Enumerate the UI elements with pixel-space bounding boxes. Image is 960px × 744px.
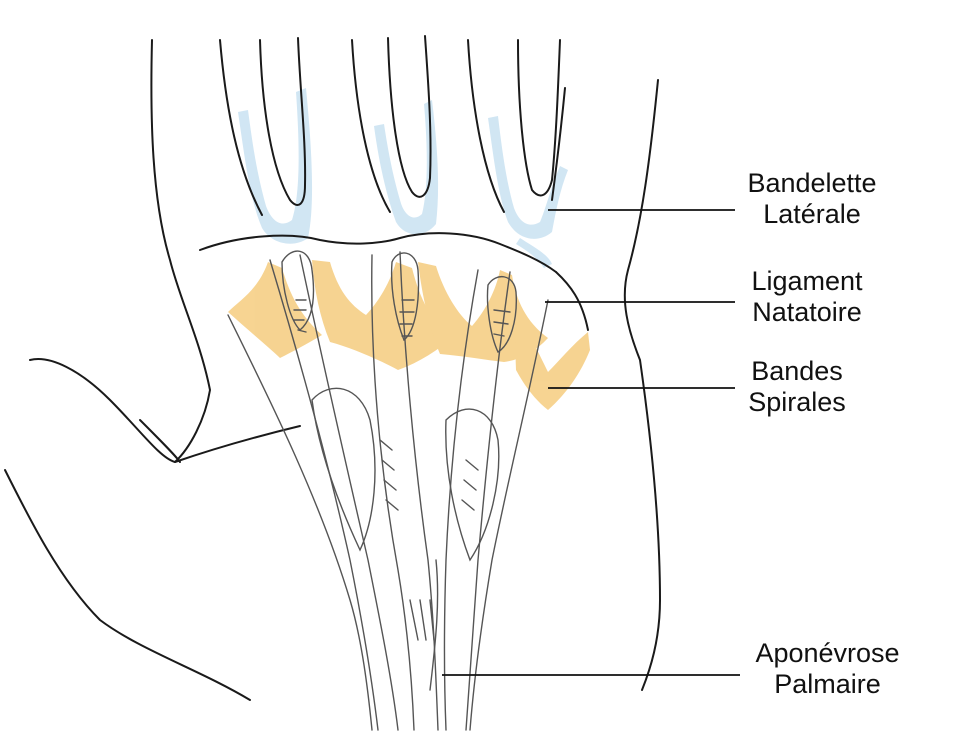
label-ligament-natatoire: Ligament Natatoire (722, 266, 892, 328)
label-aponevrose-palmaire: Aponévrose Palmaire (730, 638, 925, 700)
label-bandes-spirales-line2: Spirales (748, 387, 846, 417)
spiral-bands (228, 260, 590, 410)
label-aponevrose-palmaire-line2: Palmaire (774, 669, 881, 699)
label-bandes-spirales: Bandes Spirales (722, 356, 872, 418)
hand-outline (4, 35, 661, 701)
label-bandelette-laterale-line2: Latérale (763, 199, 861, 229)
lateral-bands (238, 88, 568, 268)
fascia-fibers (227, 250, 549, 731)
label-bandes-spirales-line1: Bandes (751, 356, 843, 386)
label-ligament-natatoire-line1: Ligament (751, 266, 863, 296)
leader-lines (442, 209, 740, 676)
label-bandelette-laterale-line1: Bandelette (747, 168, 877, 198)
label-bandelette-laterale: Bandelette Latérale (722, 168, 902, 230)
label-ligament-natatoire-line2: Natatoire (752, 297, 862, 327)
label-aponevrose-palmaire-line1: Aponévrose (755, 638, 900, 668)
